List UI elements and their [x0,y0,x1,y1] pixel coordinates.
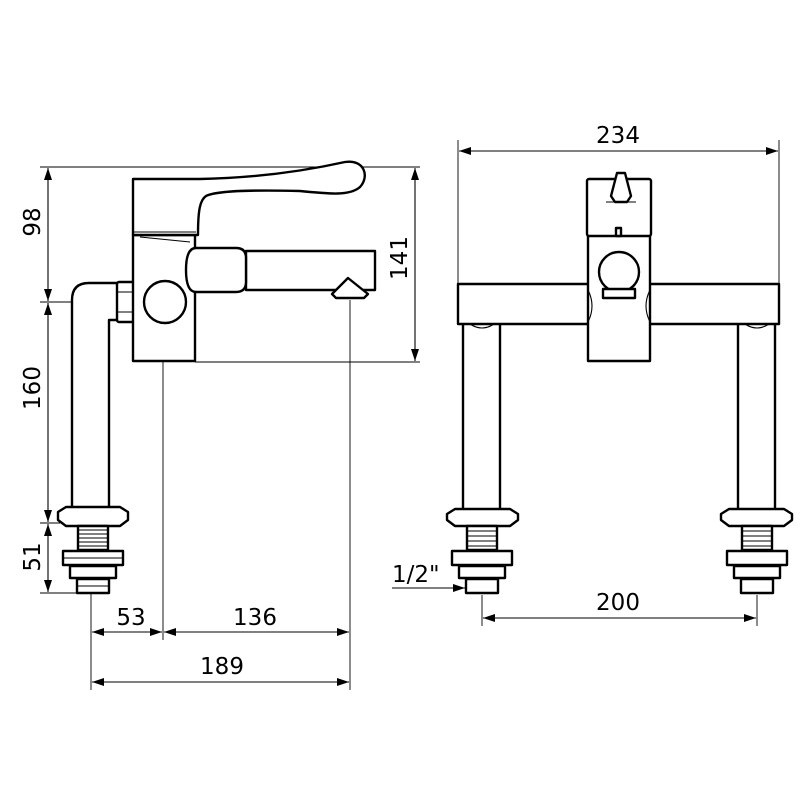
front-fitting-left [445,507,520,595]
side-lever-seam [139,236,191,243]
front-thread-end-left [464,577,500,595]
side-thread-lines [78,529,108,547]
front-fitting-right [719,507,794,595]
front-washer-left [457,564,507,580]
front-body-neck-left [587,289,593,323]
dim-column-height: 160 [20,366,46,410]
dim-thread-height: 51 [20,542,46,571]
dim-thread-size: 1/2" [392,562,440,588]
dim-overall-depth: 189 [200,654,244,680]
front-deck-flange-left [445,507,520,528]
front-outlet-aerator [601,287,637,300]
side-connector-ball [142,279,188,325]
dim-offset-left: 53 [116,605,145,631]
front-washer-right [732,564,782,580]
side-lever-handle [131,160,366,237]
front-outlet-knob [597,250,641,294]
front-leg-right [736,320,777,514]
dim-overall-width: 234 [596,123,640,149]
front-deck-flange-right [719,507,794,528]
side-deck-flange [56,505,130,528]
front-lever-handle [609,171,633,204]
side-view: 98 160 51 141 53 136 189 [20,160,420,690]
dim-spout-reach: 136 [233,605,277,631]
dim-top-height: 98 [20,207,46,236]
front-leg-left [461,320,502,514]
side-spout [244,249,377,292]
front-back-nut-right [725,549,789,567]
front-bar-joint-right [744,323,770,329]
front-back-nut-left [450,549,514,567]
front-view: 234 200 1/2" [392,123,794,626]
dim-center-distance: 200 [596,590,640,616]
front-body-neck-right [645,289,651,323]
side-washer [68,564,118,580]
side-spout-collar [184,246,248,294]
dim-spout-height: 141 [387,236,413,280]
front-thread-end-right [739,577,775,595]
side-aerator [330,276,370,300]
front-lever-pin [614,226,623,238]
front-bar-joint-left [469,323,495,329]
side-column [70,281,124,512]
